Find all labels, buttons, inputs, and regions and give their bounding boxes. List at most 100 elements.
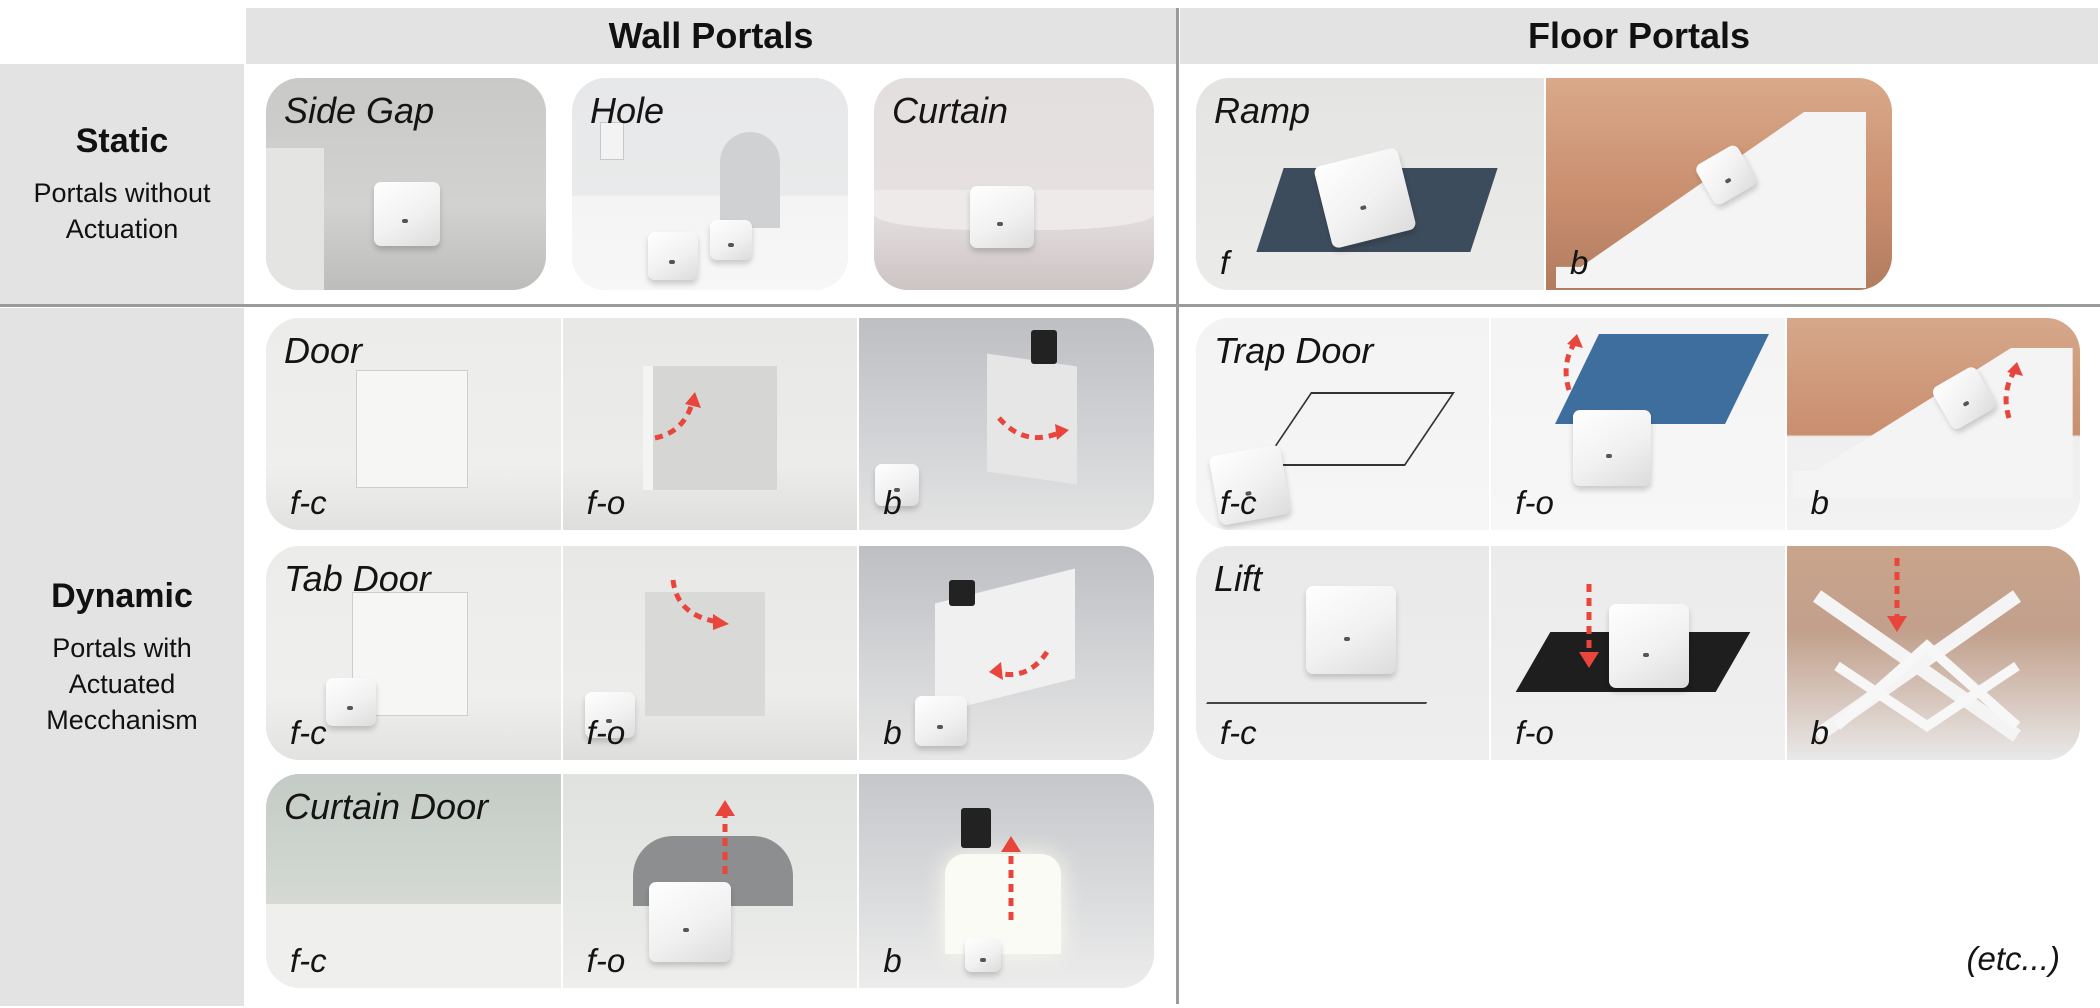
lift-title: Lift (1214, 558, 1263, 599)
side-wall-shape (266, 148, 324, 290)
hole-photo: Hole (572, 78, 848, 290)
side-gap-title: Side Gap (284, 90, 435, 131)
open-arrow (997, 416, 1070, 441)
lift-closed-photo: Lift f-c (1196, 546, 1490, 760)
door-strip: Door f-c f-o b (266, 318, 1154, 530)
view-label-f-c: f-c (1220, 714, 1257, 751)
lift-strip: Lift f-c f-o b (1196, 546, 2080, 760)
view-label-f-o: f-o (586, 942, 626, 979)
robot-cube (1306, 586, 1396, 674)
ramp-back-photo: b (1544, 78, 1892, 290)
dynamic-row-header: Dynamic Portals with Actuated Mecchanism (0, 308, 244, 1006)
open-arrow (1001, 836, 1022, 920)
view-label-b: b (883, 484, 902, 521)
trap-door-closed-photo: Trap Door f-c (1196, 318, 1490, 530)
hole-title: Hole (590, 90, 665, 131)
robot-cube (648, 882, 731, 962)
servo-icon (961, 808, 992, 848)
servo-icon (1031, 330, 1058, 364)
trap-door-open-photo: f-o (1489, 318, 1785, 530)
open-arrow (2003, 362, 2023, 419)
wall-portals-title: Wall Portals (608, 15, 814, 56)
curtain-door-back-photo: b (857, 774, 1154, 988)
floor-hatch (1261, 392, 1455, 466)
view-label-f-c: f-c (290, 942, 327, 979)
view-label-f-o: f-o (586, 714, 626, 751)
view-label-f-c: f-c (290, 714, 327, 751)
wall-portals-header: Wall Portals (246, 8, 1176, 64)
dynamic-title: Dynamic (51, 576, 193, 615)
robot-cube (970, 186, 1034, 248)
trap-door-title: Trap Door (1214, 330, 1374, 371)
robot-cube (326, 678, 376, 726)
hole-strip: Hole (572, 78, 848, 290)
tab-door-title: Tab Door (284, 558, 431, 599)
curtain-door-title: Curtain Door (284, 786, 489, 827)
robot-cube (1573, 410, 1652, 486)
row-divider (0, 304, 2100, 307)
tab-door-closed-photo: Tab Door f-c (266, 546, 561, 760)
door-open-photo: f-o (560, 318, 858, 530)
trap-door-strip: Trap Door f-c f-o b (1196, 318, 2080, 530)
robot-cube (965, 938, 1002, 972)
open-arrow (989, 650, 1050, 680)
door-panel (356, 370, 468, 488)
robot-cube (875, 464, 920, 506)
lower-arrow (1886, 558, 1907, 632)
scissor-lift-shape (1812, 590, 2021, 742)
door-closed-photo: Door f-c (266, 318, 561, 530)
tab-door-back-photo: b (857, 546, 1154, 760)
tab-door-open-photo: f-o (560, 546, 858, 760)
floor-portals-header: Floor Portals (1180, 8, 2098, 64)
side-gap-photo: Side Gap (266, 78, 546, 290)
door-back-photo: b (857, 318, 1154, 530)
column-divider (1176, 8, 1179, 1004)
lit-opening (945, 854, 1062, 954)
servo-icon (949, 580, 976, 606)
floor-portals-title: Floor Portals (1527, 15, 1751, 56)
view-label-b: b (883, 714, 902, 751)
curtain-strip: Curtain (874, 78, 1154, 290)
curtain-sheet (266, 904, 561, 988)
etc-note: (etc...) (1966, 940, 2060, 977)
ramp-title: Ramp (1214, 90, 1311, 131)
lift-open-photo: f-o (1489, 546, 1785, 760)
ramp-structure (1556, 112, 1866, 288)
curtain-door-strip: Curtain Door f-c f-o b (266, 774, 1154, 988)
view-label-f-o: f-o (586, 484, 626, 521)
view-label-b: b (883, 942, 902, 979)
curtain-title: Curtain (892, 90, 1009, 131)
lower-arrow (1579, 584, 1600, 668)
curtain-door-closed-photo: Curtain Door f-c (266, 774, 561, 988)
view-label-b: b (1810, 484, 1830, 521)
curtain-door-open-photo: f-o (560, 774, 858, 988)
robot-cube (648, 232, 698, 280)
open-arrow (714, 800, 735, 874)
open-arrow (1563, 334, 1584, 391)
robot-cube (584, 692, 635, 738)
ramp-strip: Ramp f b (1196, 78, 1892, 290)
robot-cube (915, 696, 968, 746)
door-opening (642, 366, 777, 490)
view-label-f-o: f-o (1515, 714, 1554, 751)
tab-door-strip: Tab Door f-c f-o b (266, 546, 1154, 760)
door-title: Door (284, 330, 363, 371)
side-gap-strip: Side Gap (266, 78, 546, 290)
view-label-f-c: f-c (290, 484, 327, 521)
static-subtitle: Portals without Actuation (33, 177, 211, 244)
view-label-b: b (1570, 244, 1589, 281)
dynamic-subtitle: Portals with Actuated Mecchanism (46, 632, 198, 735)
view-label-b: b (1810, 714, 1830, 751)
robot-cube (374, 182, 440, 246)
view-label-f-o: f-o (1515, 484, 1554, 521)
view-label-f-c: f-c (1220, 484, 1257, 521)
ramp-front-photo: Ramp f (1196, 78, 1544, 290)
curtain-photo: Curtain (874, 78, 1154, 290)
open-arrow (654, 392, 701, 441)
static-row-header: Static Portals without Actuation (0, 64, 244, 304)
trap-door-back-photo: b (1784, 318, 2080, 530)
static-title: Static (75, 121, 169, 160)
view-label-f: f (1220, 244, 1230, 281)
door-opening (644, 592, 765, 716)
robot-cube (710, 220, 752, 260)
